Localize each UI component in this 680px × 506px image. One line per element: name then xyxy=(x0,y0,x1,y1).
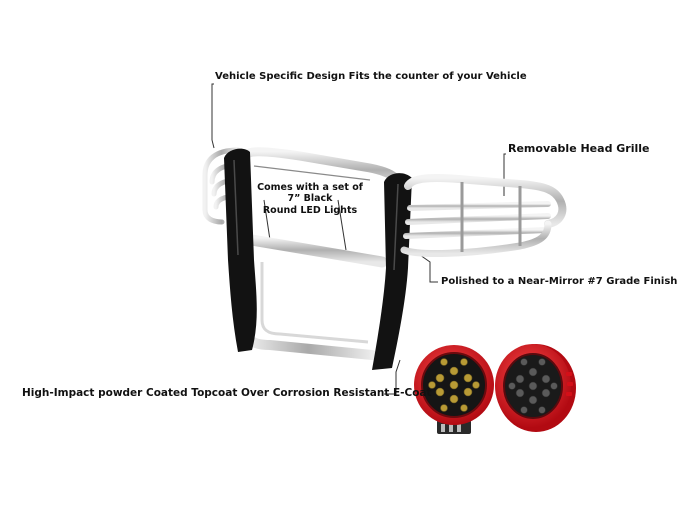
polish-finish-label: Polished to a Near-Mirror #7 Grade Finis… xyxy=(441,276,678,287)
right-upright xyxy=(372,173,412,370)
topcoat-label: High-Impact powder Coated Topcoat Over C… xyxy=(22,387,432,399)
vehicle-design-label: Vehicle Specific Design Fits the counter… xyxy=(215,71,527,82)
left-upright xyxy=(224,148,257,352)
led-lights-label-line2: Round LED Lights xyxy=(262,204,358,216)
led-light-angled-icon xyxy=(495,344,576,432)
right-side-wrap xyxy=(400,174,567,257)
led-lights-label: Comes with a set of 7” Black Round LED L… xyxy=(256,182,364,216)
callout-lines xyxy=(211,83,506,395)
led-lights-label-line1: Comes with a set of 7” Black xyxy=(257,182,363,205)
head-grille-label: Removable Head Grille xyxy=(508,142,650,155)
led-light-front-icon xyxy=(414,345,494,434)
